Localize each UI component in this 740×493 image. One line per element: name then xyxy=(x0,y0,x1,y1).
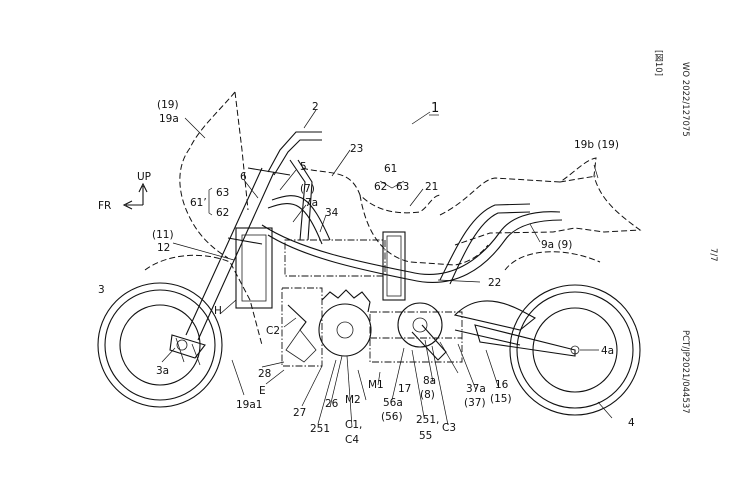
label-19a: 19a xyxy=(159,113,179,125)
label-3a: 3a xyxy=(156,365,169,377)
label-22: 22 xyxy=(488,277,501,289)
direction-indicator: UP FR xyxy=(98,171,151,212)
label-61-right: 61 xyxy=(384,163,397,175)
up-label: UP xyxy=(137,171,151,183)
label-11-paren: (11) xyxy=(152,229,174,241)
front-cowl xyxy=(144,91,263,346)
figure-reference: [図10] xyxy=(653,50,663,76)
label-15-paren: (15) xyxy=(490,393,512,405)
label-23: 23 xyxy=(350,143,363,155)
label-27: 27 xyxy=(293,407,306,419)
front-wheel xyxy=(97,282,223,408)
label-H: H xyxy=(214,305,222,317)
up-arrow-icon xyxy=(138,182,148,205)
label-2: 2 xyxy=(312,101,319,113)
label-12: 12 xyxy=(157,242,170,254)
label-55: 55 xyxy=(419,430,432,442)
label-E: E xyxy=(259,385,266,397)
reference-labels: (19) 19a 2 1 5 23 61 62 63 21 19b (19) 6… xyxy=(98,99,635,446)
label-61-prime: 61’ xyxy=(190,197,207,209)
main-frame xyxy=(261,159,563,285)
label-26: 26 xyxy=(325,398,339,410)
label-6: 6 xyxy=(240,171,247,183)
tank-and-seat xyxy=(301,167,489,266)
swing-arm xyxy=(453,300,576,357)
label-8a: 8a xyxy=(423,375,436,387)
leader-lines xyxy=(161,109,613,428)
label-16: 16 xyxy=(495,379,509,391)
label-7-paren: (7) xyxy=(300,183,315,195)
label-62-left: 62 xyxy=(216,207,229,219)
label-251-right: 251, xyxy=(416,414,439,426)
label-1: 1 xyxy=(431,101,439,116)
label-63-left: 63 xyxy=(216,187,229,199)
label-M2: M2 xyxy=(345,394,361,406)
rear-body-cover xyxy=(439,157,642,271)
label-19-paren: (19) xyxy=(157,99,179,111)
application-number: PCT/JP2021/044537 xyxy=(680,330,690,414)
front-arrow-icon xyxy=(122,200,143,210)
label-37-paren: (37) xyxy=(464,397,486,409)
label-34: 34 xyxy=(325,207,339,219)
label-C3: C3 xyxy=(442,422,456,434)
label-56a: 56a xyxy=(383,397,403,409)
front-label: FR xyxy=(98,200,111,212)
label-37a: 37a xyxy=(466,383,486,395)
label-4a: 4a xyxy=(601,345,614,357)
label-4: 4 xyxy=(628,417,635,429)
label-5: 5 xyxy=(300,161,307,173)
label-21: 21 xyxy=(425,181,438,193)
label-19b-19: 19b (19) xyxy=(574,139,619,151)
label-M1: M1 xyxy=(368,379,384,391)
label-9a-9: 9a (9) xyxy=(541,239,572,251)
label-17: 17 xyxy=(398,383,411,395)
label-3: 3 xyxy=(98,284,105,296)
label-19a1: 19a1 xyxy=(236,399,262,411)
label-7a: 7a xyxy=(305,197,318,209)
label-C2: C2 xyxy=(266,325,280,337)
label-8-paren: (8) xyxy=(420,389,435,401)
suspension-boxes xyxy=(235,227,406,309)
powertrain xyxy=(281,287,463,367)
label-C1: C1, xyxy=(345,419,362,431)
publication-number: WO 2022/127075 xyxy=(680,62,690,137)
label-251-left: 251 xyxy=(310,423,330,435)
label-C4: C4 xyxy=(345,434,359,446)
margin-text: WO 2022/127075 [図10] 7/7 PCT/JP2021/0445… xyxy=(653,50,718,414)
label-28: 28 xyxy=(258,368,271,380)
label-63-right: 63 xyxy=(396,181,409,193)
label-62-right: 62 xyxy=(374,181,387,193)
label-56-paren: (56) xyxy=(381,411,403,423)
page-number: 7/7 xyxy=(708,248,718,262)
